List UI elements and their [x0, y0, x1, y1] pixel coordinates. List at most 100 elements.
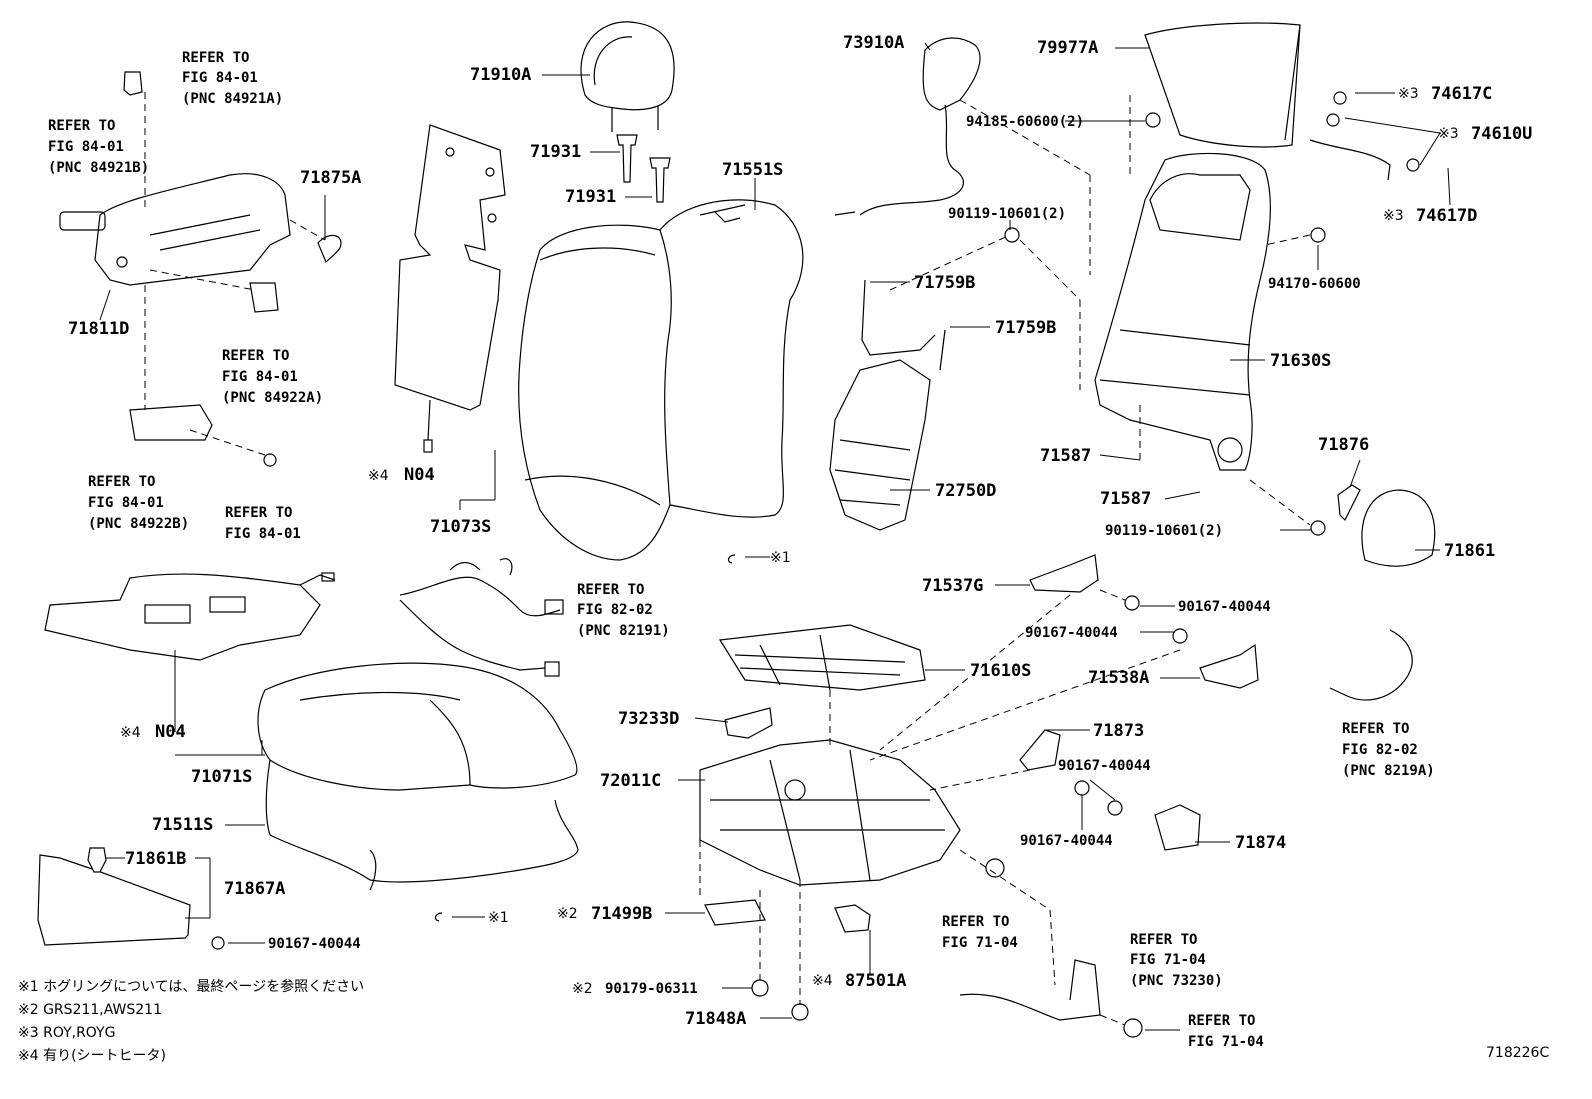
svg-text:FIG 84-01: FIG 84-01: [48, 139, 124, 155]
callout-71848A: 71848A: [685, 1009, 746, 1029]
svg-text:(PNC 82191): (PNC 82191): [577, 623, 670, 639]
callout-72011C: 72011C: [600, 771, 661, 791]
svg-text:REFER TO: REFER TO: [88, 474, 155, 490]
dashed-guides: [144, 92, 1311, 1026]
seat-heater-drawing: [44, 572, 336, 661]
callout-71873: 71873: [1093, 721, 1144, 741]
svg-text:(PNC 84922A): (PNC 84922A): [222, 390, 323, 406]
callout-71811D: 71811D: [68, 319, 129, 339]
side-shield-drawing: [59, 71, 291, 286]
callout-71587: 71587: [1100, 489, 1151, 509]
wire-harness-drawing: [399, 558, 564, 677]
switch-drawing: [249, 282, 279, 313]
hog-ring-icon: [727, 554, 736, 564]
callout-71874: 71874: [1235, 833, 1286, 853]
hog-ring-icon: [434, 912, 443, 922]
mark-2: ※2: [557, 906, 578, 922]
callout-79977A: 79977A: [1037, 38, 1098, 58]
callout-71910A: 71910A: [470, 65, 531, 85]
mark-4: ※4: [812, 973, 833, 989]
svg-text:(PNC 84922B): (PNC 84922B): [88, 516, 189, 532]
headrest-drawing: [580, 21, 675, 132]
back-board-drawing: [1144, 22, 1301, 148]
back-frame-drawing: [1094, 152, 1272, 471]
callout-71610S: 71610S: [970, 661, 1031, 681]
callout-90119-10601: 90119-10601(2): [1105, 523, 1223, 539]
svg-text:FIG 71-04: FIG 71-04: [942, 935, 1018, 951]
svg-text:REFER TO: REFER TO: [1342, 721, 1409, 737]
callout-73910A: 73910A: [843, 33, 904, 53]
callout-71759B: 71759B: [995, 318, 1056, 338]
seat-cushion-drawing: [257, 662, 579, 891]
callout-71931: 71931: [530, 142, 581, 162]
callout-N04: N04: [404, 465, 435, 485]
callout-N04: N04: [155, 722, 186, 742]
refer-8219A: REFER TO FIG 82-02 (PNC 8219A): [1342, 721, 1435, 779]
callout-71861: 71861: [1444, 541, 1495, 561]
mark-1: ※1: [770, 550, 791, 566]
diagram-id: 718226C: [1486, 1045, 1549, 1061]
switch-b-drawing: [129, 404, 213, 441]
callout-71537G: 71537G: [922, 576, 983, 596]
callout-74610U: 74610U: [1471, 124, 1532, 144]
mark-4: ※4: [368, 468, 389, 484]
svg-text:(PNC 84921B): (PNC 84921B): [48, 160, 149, 176]
footnote: ※3 ROY,ROYG: [18, 1025, 115, 1041]
svg-text:REFER TO: REFER TO: [225, 505, 292, 521]
airbag-drawing: [834, 37, 981, 216]
bracket-73233d-drawing: [724, 707, 773, 739]
footnotes: ※1 ホグリングについては、最終ページを参照ください ※2 GRS211,AWS…: [18, 978, 364, 1064]
footnote: ※2 GRS211,AWS211: [18, 1002, 162, 1018]
harness-b-drawing: [1329, 629, 1413, 701]
callout-71538A: 71538A: [1088, 668, 1149, 688]
screw-drawing: [263, 453, 277, 467]
callout-90179-06311: 90179-06311: [605, 981, 698, 997]
svg-text:(PNC 84921A): (PNC 84921A): [182, 91, 283, 107]
refer-71-04: REFER TO FIG 71-04: [942, 914, 1018, 951]
back-heater-drawing: [394, 124, 506, 453]
svg-text:REFER TO: REFER TO: [182, 50, 249, 66]
svg-text:(PNC 8219A): (PNC 8219A): [1342, 763, 1435, 779]
callout-90167-40044: 90167-40044: [268, 936, 361, 952]
mark-2: ※2: [572, 981, 593, 997]
handle-drawing: [1309, 139, 1391, 181]
callout-71073S: 71073S: [430, 517, 491, 537]
buckle-drawing: [959, 959, 1101, 1021]
refer-84-01: REFER TO FIG 84-01: [225, 505, 301, 542]
bracket-71499b-drawing: [704, 899, 766, 926]
footnote: ※4 有り(シートヒータ): [18, 1048, 166, 1064]
refer-to-blocks: REFER TO FIG 84-01 (PNC 84921A) REFER TO…: [48, 50, 1435, 1050]
svg-text:FIG 71-04: FIG 71-04: [1130, 952, 1206, 968]
svg-text:REFER TO: REFER TO: [1130, 932, 1197, 948]
refer-84921B: REFER TO FIG 84-01 (PNC 84921B): [48, 118, 149, 176]
callout-71071S: 71071S: [191, 767, 252, 787]
callout-90119-10601: 90119-10601(2): [948, 206, 1066, 222]
callout-71759B: 71759B: [914, 273, 975, 293]
callout-90167-40044: 90167-40044: [1020, 833, 1113, 849]
refer-84922A: REFER TO FIG 84-01 (PNC 84922A): [222, 348, 323, 406]
callout-71587: 71587: [1040, 446, 1091, 466]
svg-text:REFER TO: REFER TO: [1188, 1013, 1255, 1029]
hinge-cover-b-drawing: [1199, 643, 1259, 689]
svg-text:FIG 84-01: FIG 84-01: [222, 369, 298, 385]
refer-71-04: REFER TO FIG 71-04: [1188, 1013, 1264, 1050]
callout-71511S: 71511S: [152, 815, 213, 835]
callout-73233D: 73233D: [618, 709, 679, 729]
svg-text:(PNC 73230): (PNC 73230): [1130, 973, 1223, 989]
svg-text:FIG 84-01: FIG 84-01: [225, 526, 301, 542]
mark-4: ※4: [120, 725, 141, 741]
footnote: ※1 ホグリングについては、最終ページを参照ください: [18, 978, 364, 995]
protector-drawing: [1361, 489, 1436, 567]
lumbar-drawing: [829, 279, 946, 531]
fasteners: [751, 91, 1420, 1038]
bracket-71873-drawing: [1019, 729, 1061, 771]
svg-text:FIG 82-02: FIG 82-02: [1342, 742, 1418, 758]
mark-3: ※3: [1438, 126, 1459, 142]
refer-82191: REFER TO FIG 82-02 (PNC 82191): [577, 582, 670, 639]
mark-3: ※3: [1383, 208, 1404, 224]
callout-71551S: 71551S: [722, 160, 783, 180]
svg-text:REFER TO: REFER TO: [48, 118, 115, 134]
svg-text:FIG 84-01: FIG 84-01: [182, 70, 258, 86]
